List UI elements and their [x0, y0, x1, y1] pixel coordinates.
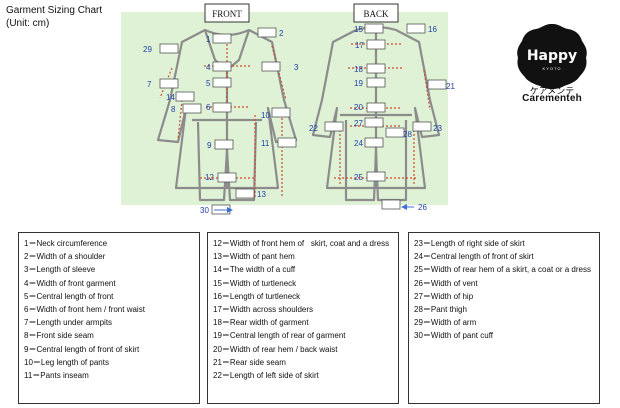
legend-item: 3＝Length of sleeve — [24, 265, 96, 275]
legend-item: 15＝Width of turtleneck — [213, 278, 297, 288]
legend-item: 21＝Rear side seam — [213, 357, 286, 367]
legend-item: 20＝Width of rear hem / back waist — [213, 344, 338, 354]
front-label: FRONT — [212, 9, 242, 19]
num-22: 22 — [309, 124, 318, 133]
legend-item: 29＝Width of arm — [414, 318, 477, 328]
num-8: 8 — [171, 105, 176, 114]
legend-item: 25＝Width of rear hem of a skirt, a coat … — [414, 265, 591, 275]
legend-item: 19＝Central length of rear of garment — [213, 331, 346, 341]
num-29: 29 — [143, 45, 152, 54]
legend-column-1: 1＝Neck circumference 2＝Width of a should… — [18, 232, 200, 404]
legend-item: 26＝Width of vent — [414, 278, 478, 288]
legend-item: 28＝Pant thigh — [414, 305, 467, 315]
num-30: 30 — [200, 206, 209, 215]
legend-item: 14＝The width of a cuff — [213, 265, 296, 275]
logo-brand: Carementeh — [522, 93, 582, 104]
logo-tagline: KYOTO — [543, 66, 562, 71]
num-14: 14 — [166, 93, 175, 102]
num-26: 26 — [418, 203, 427, 212]
measure-boxes — [159, 23, 447, 215]
num-1: 1 — [206, 35, 211, 44]
num-6: 6 — [206, 103, 211, 112]
num-20: 20 — [354, 103, 363, 112]
num-25: 25 — [354, 173, 363, 182]
legend-item: 13＝Width of pant hem — [213, 252, 295, 262]
num-10: 10 — [261, 111, 270, 120]
num-9: 9 — [207, 141, 212, 150]
num-23: 23 — [433, 124, 442, 133]
legend-item: 8＝Front side seam — [24, 331, 94, 341]
legend-column-2: 12＝Width of front hem of skirt, coat and… — [207, 232, 399, 404]
num-18: 18 — [354, 65, 363, 74]
num-21: 21 — [446, 82, 455, 91]
num-19: 19 — [354, 79, 363, 88]
num-24: 24 — [354, 139, 363, 148]
num-11: 11 — [261, 139, 270, 148]
legend-column-3: 23＝Length of right side of skirt 24＝Cent… — [408, 232, 600, 404]
legend-item: 23＝Length of right side of skirt — [414, 239, 525, 248]
legend-item: 18＝Rear width of garment — [213, 318, 309, 328]
legend-item: 9＝Central length of front of skirt — [24, 344, 140, 354]
legend-item: 1＝Neck circumference — [24, 239, 108, 248]
chart-title: Garment Sizing Chart — [6, 5, 103, 16]
legend-item: 30＝Width of pant cuff — [414, 331, 494, 341]
back-label-box: BACK — [353, 3, 399, 23]
legend-item: 11＝Pants inseam — [24, 371, 89, 381]
legend-item: 7＝Length under armpits — [24, 318, 113, 328]
num-27: 27 — [354, 119, 363, 128]
num-15: 15 — [354, 25, 363, 34]
front-label-box: FRONT — [204, 3, 250, 23]
legend-item: 4＝Width of front garment — [24, 278, 116, 288]
num-4: 4 — [206, 63, 211, 72]
num-28: 28 — [403, 130, 412, 139]
legend-item: 27＝Width of hip — [414, 291, 474, 301]
legend-item: 24＝Central length of front of skirt — [414, 252, 534, 262]
logo-wordmark: Happy — [527, 48, 577, 64]
legend-item: 6＝Width of front hem / front waist — [24, 305, 145, 315]
logo-caption: ケアメンテ — [529, 86, 575, 96]
num-7: 7 — [147, 80, 152, 89]
num-5: 5 — [206, 79, 211, 88]
legend-item: 12＝Width of front hem of skirt, coat and… — [213, 239, 390, 248]
legend-item: 5＝Central length of front — [24, 291, 114, 301]
legend-item: 10＝Leg length of pants — [24, 357, 109, 367]
legend-item: 2＝Width of a shoulder — [24, 252, 106, 262]
legend-item: 22＝Length of left side of skirt — [213, 371, 319, 381]
num-16: 16 — [428, 25, 437, 34]
unit-label: (Unit: cm) — [6, 18, 50, 29]
num-2: 2 — [279, 29, 284, 38]
num-3: 3 — [294, 63, 299, 72]
garment-diagram: FRONT BACK — [121, 3, 455, 215]
legend-item: 17＝Width across shoulders — [213, 305, 314, 315]
num-17: 17 — [355, 41, 364, 50]
legend-item: 16＝Length of turtleneck — [213, 291, 301, 301]
num-12: 12 — [205, 173, 214, 182]
num-13: 13 — [257, 190, 266, 199]
happy-logo: Happy KYOTO — [517, 24, 587, 89]
back-label: BACK — [363, 9, 389, 19]
